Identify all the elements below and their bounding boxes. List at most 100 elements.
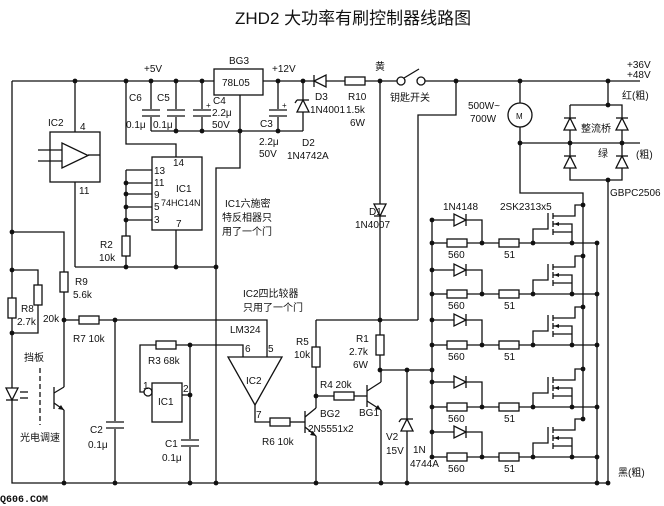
capacitor-c5 (167, 109, 185, 117)
resistor-51 (498, 402, 520, 412)
label-r4: R4 20k (320, 380, 353, 391)
label-12v: +12V (272, 64, 296, 75)
mosfet-2sk2313 (532, 418, 583, 457)
emitter-arrow (310, 431, 316, 436)
junction-dot (517, 78, 523, 84)
gate-lead (532, 213, 549, 243)
cap-gap (181, 439, 199, 447)
junction-dot (404, 367, 410, 373)
junction-dot (199, 78, 205, 84)
gate-lead (532, 264, 549, 294)
junction-dot (429, 240, 435, 246)
resistor-r6 (269, 417, 291, 427)
label-d2-part: 1N4742A (287, 151, 329, 162)
led (4, 387, 20, 402)
junction-dot (377, 317, 383, 323)
label-gbpc2506: GBPC2506 (610, 188, 661, 199)
components: ++ (4, 68, 630, 486)
resistor-560 (446, 452, 468, 462)
diode-triangle (453, 212, 468, 228)
junction-dot (378, 480, 384, 486)
label-bg3: BG3 (229, 56, 249, 67)
note-ic1-line1: IC1六施密 (225, 197, 271, 210)
junction-dot (605, 78, 611, 84)
diode-triangle (4, 387, 20, 402)
gate-lead (532, 427, 549, 457)
label-ic1-pin5: 5 (154, 202, 160, 213)
junction-dot (619, 140, 625, 146)
diode-1n4148 (453, 424, 468, 440)
note-ic2-line2: 只用了一个门 (243, 301, 303, 314)
resistor-r7 (78, 315, 100, 325)
resistor-r3 (155, 340, 177, 350)
gate-lead (532, 377, 549, 407)
emitter-arrow (375, 405, 381, 410)
junction-dot (213, 264, 219, 270)
label-48v: +48V (627, 70, 651, 81)
diode-triangle (453, 424, 468, 440)
phototransistor (53, 386, 65, 411)
wire (519, 127, 584, 419)
diode-d3 (312, 73, 327, 89)
junction-dot (148, 78, 154, 84)
label-36v: +36V (627, 60, 651, 71)
mosfet-2sk2313 (532, 204, 583, 243)
polarity-mark: + (206, 101, 211, 110)
label-d3: D3 (315, 92, 328, 103)
junction-dot (72, 78, 78, 84)
junction-dot (173, 264, 179, 270)
watermark: Q606.COM (0, 495, 48, 506)
label-lm324: LM324 (230, 325, 261, 336)
resistor-51 (498, 289, 520, 299)
label-560: 560 (448, 414, 465, 425)
junction-dot (517, 140, 523, 146)
junction-dot (199, 128, 205, 134)
diode-1n4148 (453, 374, 468, 390)
motor (507, 102, 533, 128)
note-ic2-line1: IC2四比较器 (243, 287, 299, 300)
diode-1n4148 (453, 312, 468, 328)
resistor-r5 (311, 346, 321, 368)
resistor-r1 (375, 334, 385, 356)
diode-triangle (295, 98, 311, 113)
diode-triangle (453, 312, 468, 328)
diode-triangle (399, 417, 415, 432)
junction-dot (237, 128, 243, 134)
wire (215, 95, 241, 483)
wire (12, 231, 65, 272)
label-green: 绿 (598, 147, 608, 160)
bridge-diode (562, 154, 578, 169)
bridge-diode (562, 116, 578, 131)
label-c3-voltage: 50V (259, 149, 277, 160)
label-c3: C3 (260, 119, 273, 130)
label-d3-part: 1N4001 (310, 105, 345, 116)
diode-triangle (562, 154, 578, 169)
junction-dot (594, 291, 600, 297)
junction-dot (605, 177, 611, 183)
emitter-arrow (58, 405, 64, 410)
wire (466, 319, 483, 345)
wire (139, 344, 156, 393)
mosfet-arrow (554, 324, 559, 328)
key-switch-contact (396, 76, 406, 86)
label-thick: (粗) (636, 149, 653, 161)
junction-dot (377, 78, 383, 84)
resistor-r4 (333, 391, 355, 401)
junction-dot (9, 229, 15, 235)
label-opamp-pin6: 6 (245, 344, 251, 355)
diode-d1 (372, 203, 388, 218)
resistor-560 (446, 238, 468, 248)
junction-dot (594, 240, 600, 246)
label-560: 560 (448, 464, 465, 475)
bridge-diode (614, 154, 630, 169)
junction-dot (479, 342, 485, 348)
capacitor-c1 (181, 439, 199, 447)
diode-1n4148 (453, 262, 468, 278)
junction-dot (479, 291, 485, 297)
label-r3: R3 68k (148, 356, 181, 367)
label-v2-part2: 4744A (410, 459, 439, 470)
label-r1-value: 2.7k (349, 347, 369, 358)
cap-gap (167, 109, 185, 117)
zener-d2 (294, 98, 311, 113)
cap-gap (106, 421, 124, 429)
